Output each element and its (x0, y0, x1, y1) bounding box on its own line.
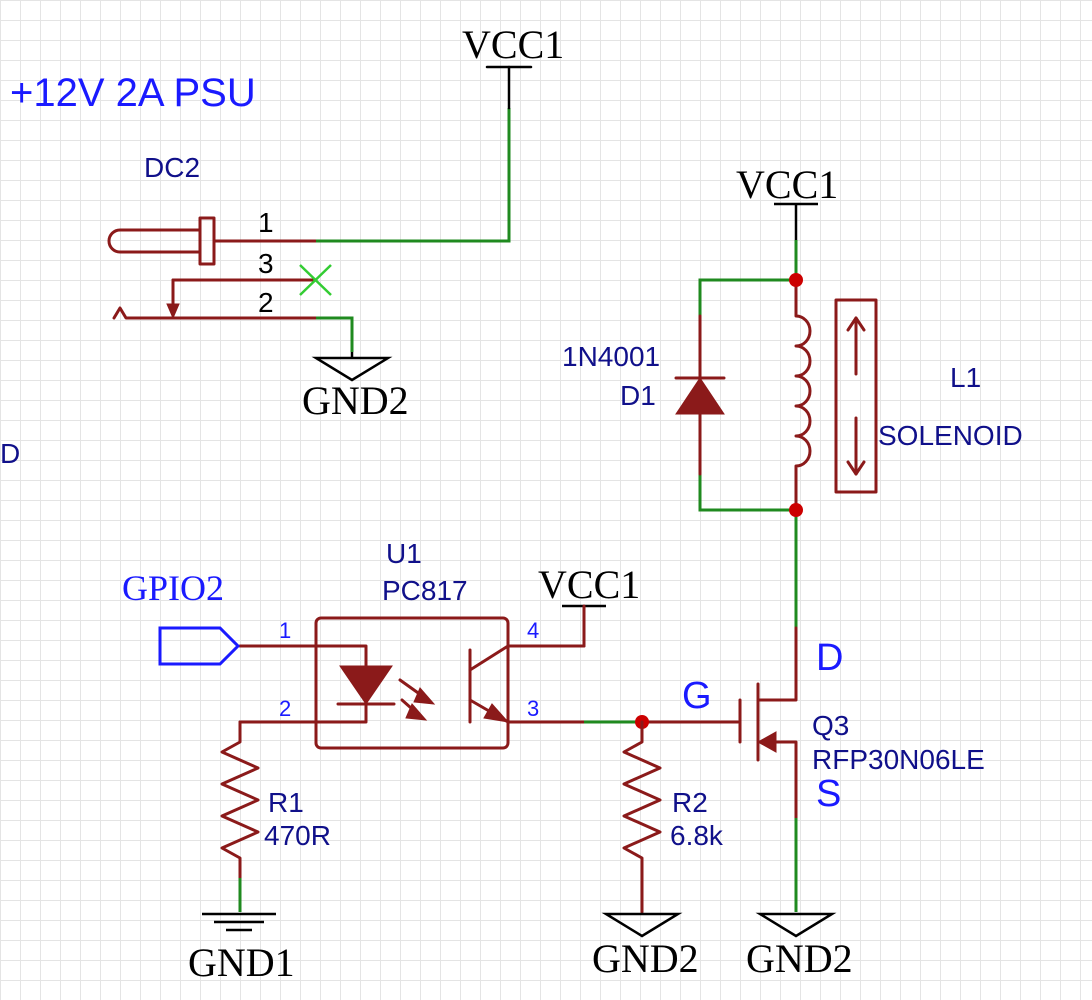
optocoupler[interactable] (238, 616, 586, 750)
mosfet-drain-label: D (816, 637, 843, 679)
mosfet-designator: Q3 (812, 710, 849, 741)
diode-value: 1N4001 (562, 341, 660, 372)
gpio2-label: GPIO2 (122, 568, 224, 608)
dc-jack-pin2: 2 (258, 287, 274, 318)
flyback-diode[interactable] (674, 314, 726, 476)
r2-designator: R2 (672, 787, 708, 818)
dc-jack[interactable] (107, 216, 318, 320)
mosfet-source-label: S (816, 773, 841, 815)
wire-solenoid-top (698, 240, 798, 316)
mosfet-q3[interactable] (738, 626, 798, 820)
diode-designator: D1 (620, 380, 656, 411)
opto-pin4: 4 (527, 618, 539, 643)
dc-jack-pin3: 3 (258, 248, 274, 279)
resistor-r1[interactable] (220, 720, 260, 880)
no-connect-marker (299, 264, 332, 296)
vcc-solenoid-symbol (774, 202, 818, 240)
junction-solenoid-top (789, 273, 803, 287)
gnd-r2-symbol (601, 912, 683, 938)
gnd-r1-label: GND1 (188, 940, 295, 985)
vcc-solenoid-label: VCC1 (736, 162, 838, 207)
edge-label: D (0, 438, 20, 469)
wire-solenoid-bottom (698, 474, 796, 512)
vcc-opto-symbol (562, 604, 606, 648)
opto-pin1: 1 (279, 618, 291, 643)
vcc-opto-label: VCC1 (538, 562, 640, 607)
vcc-top-symbol (485, 65, 533, 110)
opto-designator: U1 (386, 538, 422, 569)
junction-solenoid-bottom (789, 503, 803, 517)
dc-jack-pin1: 1 (258, 207, 274, 238)
opto-value: PC817 (382, 575, 468, 606)
opto-pin3: 3 (527, 696, 539, 721)
solenoid-designator: L1 (950, 362, 981, 393)
gpio2-port[interactable] (158, 626, 241, 666)
gnd-jack-label: GND2 (302, 378, 409, 423)
resistor-r2[interactable] (622, 720, 662, 914)
gnd-r1-symbol (202, 912, 276, 932)
gnd-fet-symbol (755, 912, 837, 938)
mosfet-value: RFP30N06LE (812, 744, 985, 775)
opto-pin2: 2 (279, 696, 291, 721)
wire-vcc-top (316, 108, 511, 243)
gnd-r2-label: GND2 (592, 936, 699, 981)
wire-jack-gnd (316, 316, 354, 352)
mosfet-gate-label: G (682, 675, 712, 717)
solenoid-value: SOLENOID (878, 420, 1023, 451)
gnd-jack-symbol (311, 352, 393, 382)
vcc-top-label: VCC1 (462, 22, 564, 67)
r1-value: 470R (264, 820, 331, 851)
psu-title: +12V 2A PSU (10, 71, 256, 115)
gnd-fet-label: GND2 (746, 936, 853, 981)
dc-jack-designator: DC2 (144, 152, 200, 183)
r1-designator: R1 (268, 787, 304, 818)
solenoid-coil[interactable] (794, 278, 878, 512)
r2-value: 6.8k (670, 820, 724, 851)
